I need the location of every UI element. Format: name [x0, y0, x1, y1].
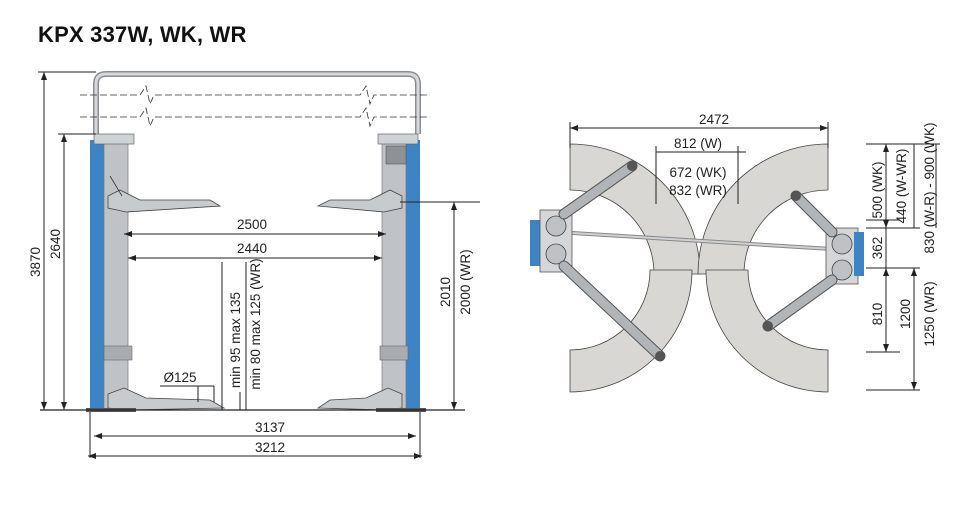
label-2472: 2472	[699, 112, 729, 127]
top-view: 2472 812 (W) 672 (WK) 832 (WR) 500 (WK) …	[530, 112, 940, 393]
label-832-wr: 832 (WR)	[669, 183, 727, 198]
label-440-w-wr: 440 (W-WR)	[894, 149, 909, 224]
label-2000-wr: 2000 (WR)	[458, 249, 473, 314]
top-right-column	[762, 190, 864, 332]
label-3870: 3870	[28, 247, 43, 277]
label-2010: 2010	[438, 277, 453, 307]
label-2500: 2500	[237, 217, 267, 232]
label-2640: 2640	[48, 229, 63, 259]
label-672-wk: 672 (WK)	[669, 165, 726, 180]
page-title: KPX 337W, WK, WR	[38, 22, 247, 47]
label-2440: 2440	[237, 241, 267, 256]
label-830-900: 830 (W-R) - 900 (WK)	[922, 122, 937, 253]
label-pad-min-max-wr: min 80 max 125 (WR)	[248, 258, 263, 389]
label-1200: 1200	[898, 299, 913, 329]
label-3137: 3137	[255, 420, 285, 435]
label-pad-min-max: min 95 max 135	[228, 292, 243, 388]
label-3212: 3212	[255, 440, 285, 455]
front-view: 3870 2640 2500 2440 2010 2000 (WR) min 9…	[28, 71, 480, 459]
label-812-w: 812 (W)	[674, 136, 722, 151]
label-1250-wr: 1250 (WR)	[922, 281, 937, 346]
label-362: 362	[870, 237, 885, 260]
left-column	[86, 133, 226, 412]
right-column	[316, 133, 426, 412]
label-810: 810	[870, 303, 885, 326]
top-left-column	[530, 160, 666, 362]
label-diameter: Ø125	[163, 370, 196, 385]
overhead-frame	[80, 71, 430, 134]
label-500-wk: 500 (WK)	[870, 161, 885, 218]
